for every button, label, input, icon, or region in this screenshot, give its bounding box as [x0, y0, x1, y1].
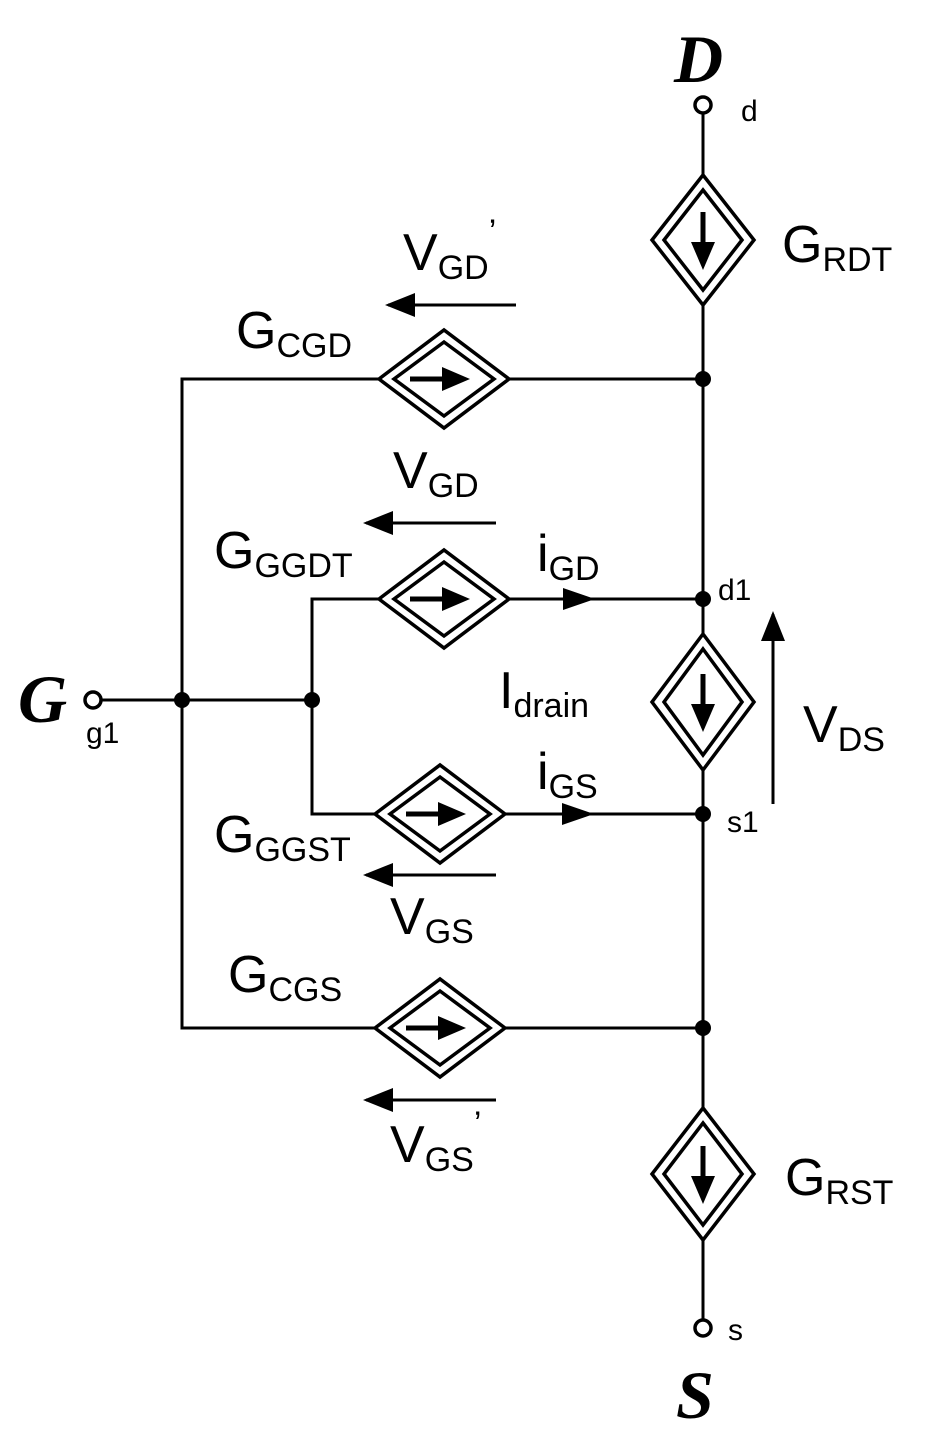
drain-terminal-label: D	[673, 21, 723, 97]
grdt-label: GRDT	[782, 216, 892, 279]
node-label-g1: g1	[86, 717, 119, 750]
gate-terminal-circle	[83, 690, 103, 710]
gcgs-label: GCGS	[228, 946, 342, 1009]
vgd-label: VGD	[393, 442, 479, 505]
vds-label: VDS	[803, 696, 885, 759]
gcgs-source-symbol	[372, 976, 508, 1080]
grst-source-symbol	[649, 1105, 757, 1243]
node-label-d1: d1	[718, 574, 751, 607]
node-label-d: d	[741, 95, 758, 128]
gggdt-source-symbol	[376, 547, 512, 651]
igd-current-arrow	[563, 588, 595, 610]
drain-terminal-circle	[693, 95, 713, 115]
source-terminal-label: S	[676, 1357, 714, 1433]
vgs-label: VGS	[390, 888, 474, 951]
junction-dot	[174, 692, 190, 708]
wire-inner-loop	[310, 597, 379, 816]
igd-label: iGD	[537, 525, 600, 588]
gcgd-label: GCGD	[236, 302, 352, 365]
source-terminal-circle	[693, 1318, 713, 1338]
grst-label: GRST	[785, 1149, 893, 1212]
gcgd-source-symbol	[376, 327, 512, 431]
gate-terminal-label: G	[18, 661, 67, 737]
vgd-prime-label: VGD’	[403, 213, 496, 287]
grdt-source-symbol	[649, 172, 757, 308]
gggdt-label: GGGDT	[214, 522, 353, 585]
vgs-prime-label: VGS’	[390, 1105, 481, 1179]
igs-current-arrow	[562, 803, 594, 825]
junction-dot-s1	[695, 806, 711, 822]
igs-label: iGS	[537, 743, 598, 806]
idrain-label: Idrain	[499, 662, 589, 725]
wire-outer-loop	[180, 377, 379, 1030]
gggst-source-symbol	[372, 762, 508, 866]
gggst-label: GGGST	[214, 806, 351, 869]
junction-dot	[695, 1020, 711, 1036]
node-label-s: s	[728, 1314, 743, 1347]
idrain-source-symbol	[649, 631, 757, 773]
node-label-s1: s1	[727, 806, 759, 839]
junction-dot	[304, 692, 320, 708]
junctions	[174, 371, 711, 1036]
junction-dot	[695, 371, 711, 387]
junction-dot-d1	[695, 591, 711, 607]
